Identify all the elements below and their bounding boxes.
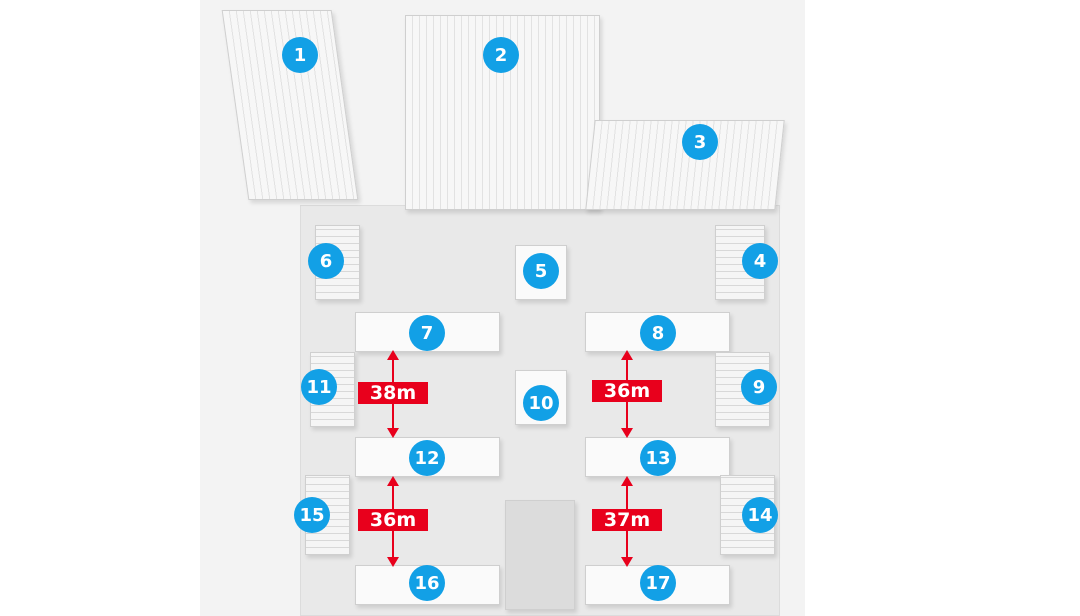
building-marker-14: 14 (742, 497, 778, 533)
building-marker-15: 15 (294, 497, 330, 533)
building-marker-6: 6 (308, 243, 344, 279)
building-marker-3: 3 (682, 124, 718, 160)
building-marker-4: 4 (742, 243, 778, 279)
distance-label-7-12: 38m (358, 382, 428, 404)
building-marker-7: 7 (409, 315, 445, 351)
building-marker-8: 8 (640, 315, 676, 351)
distance-label-13-17: 37m (592, 509, 662, 531)
building-marker-17: 17 (640, 565, 676, 601)
building-marker-16: 16 (409, 565, 445, 601)
building-marker-9: 9 (741, 369, 777, 405)
building-marker-11: 11 (301, 369, 337, 405)
building-marker-10: 10 (523, 385, 559, 421)
distance-label-8-13: 36m (592, 380, 662, 402)
building-marker-1: 1 (282, 37, 318, 73)
distance-label-12-16: 36m (358, 509, 428, 531)
building-marker-13: 13 (640, 440, 676, 476)
building-marker-12: 12 (409, 440, 445, 476)
building-marker-2: 2 (483, 37, 519, 73)
entrance-gate (505, 500, 575, 610)
building-marker-5: 5 (523, 253, 559, 289)
